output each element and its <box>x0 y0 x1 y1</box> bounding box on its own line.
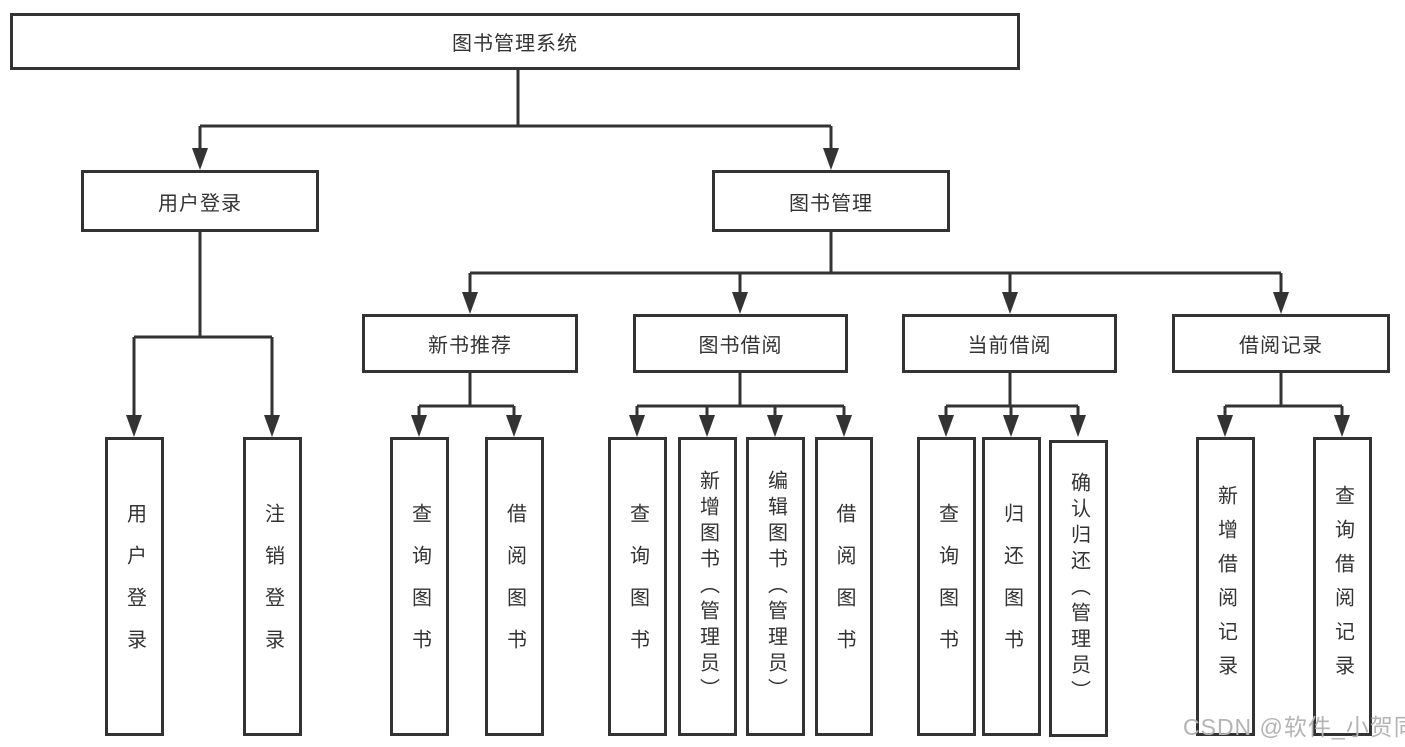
leaf-user-login: 用户登录 <box>105 437 164 736</box>
leaf-edit-books-admin: 编辑图书（管理员） <box>746 437 805 736</box>
connector-book-borrowing <box>635 373 846 418</box>
node-user-login: 用户登录 <box>81 170 319 232</box>
node-book-management: 图书管理 <box>712 170 950 232</box>
leaf-query-borrow-record: 查询借阅记录 <box>1313 437 1372 736</box>
connector-user-login <box>132 232 274 418</box>
connector-new-book-recommendation <box>417 373 516 418</box>
leaf-borrow-books-recommend: 借阅图书 <box>485 437 544 736</box>
csdn-watermark: CSDN @软件_小贺同学 <box>1183 714 1405 740</box>
leaf-query-books-borrow: 查询图书 <box>608 437 667 736</box>
leaf-return-books: 归还图书 <box>982 437 1041 736</box>
node-borrowing-records: 借阅记录 <box>1172 314 1390 373</box>
node-book-borrowing: 图书借阅 <box>633 314 848 373</box>
leaf-confirm-return-admin: 确认归还（管理员） <box>1049 440 1108 737</box>
node-current-borrowing: 当前借阅 <box>902 314 1117 373</box>
leaf-query-books-recommend: 查询图书 <box>390 437 449 736</box>
connector-borrowing-records <box>1223 373 1344 418</box>
node-new-book-recommendation: 新书推荐 <box>362 314 578 373</box>
leaf-add-books-admin: 新增图书（管理员） <box>678 437 737 736</box>
leaf-add-borrow-record: 新增借阅记录 <box>1196 437 1255 736</box>
node-library-system: 图书管理系统 <box>10 13 1020 70</box>
leaf-query-books-current: 查询图书 <box>917 437 976 736</box>
connector-root <box>198 70 833 150</box>
leaf-borrow-books: 借阅图书 <box>815 437 873 736</box>
leaf-logout: 注销登录 <box>243 437 302 736</box>
connector-current-borrowing <box>944 373 1080 418</box>
connector-book-management <box>468 232 1283 295</box>
